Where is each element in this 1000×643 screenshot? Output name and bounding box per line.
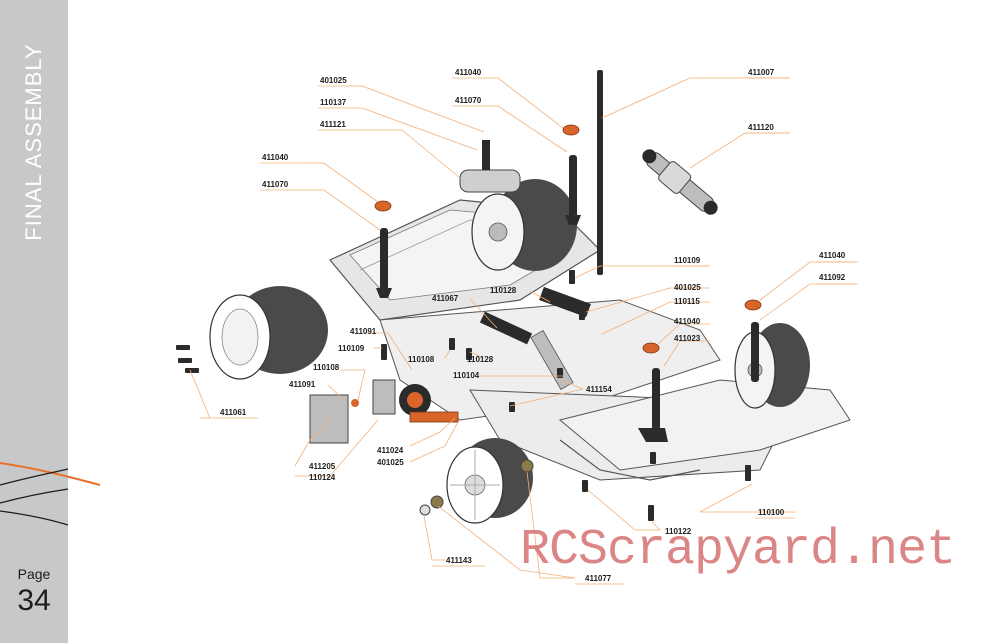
- label-411070-b: 411070: [455, 96, 482, 105]
- label-411040-o: 411040: [674, 317, 701, 326]
- label-411092-r: 411092: [819, 273, 846, 282]
- label-411067-k: 411067: [432, 294, 459, 303]
- label-110128-l: 110128: [490, 286, 517, 295]
- label-401025-d: 401025: [320, 76, 347, 85]
- bearings: [351, 399, 534, 516]
- label-110124-ae: 110124: [309, 473, 336, 482]
- label-110122-ag: 110122: [665, 527, 692, 536]
- label-110137-e: 110137: [320, 98, 347, 107]
- label-411061-aa: 411061: [220, 408, 247, 417]
- label-411091-s: 411091: [350, 327, 377, 336]
- label-110115-n: 110115: [674, 297, 700, 306]
- label-411007-c: 411007: [748, 68, 775, 77]
- label-411143-ah: 411143: [446, 556, 472, 565]
- label-110128-w: 110128: [467, 355, 494, 364]
- label-411070-i: 411070: [262, 180, 289, 189]
- label-411154-y: 411154: [586, 385, 612, 394]
- label-411040-a: 411040: [455, 68, 482, 77]
- label-110108-u: 110108: [408, 355, 435, 364]
- label-110109-t: 110109: [338, 344, 365, 353]
- watermark-text: RCScrapyard.net: [520, 522, 956, 579]
- label-110109-j: 110109: [674, 256, 701, 265]
- label-411091-z: 411091: [289, 380, 316, 389]
- label-411077-ai: 411077: [585, 574, 612, 583]
- rear-right-tire: [471, 179, 577, 271]
- label-110100-af: 110100: [758, 508, 785, 517]
- label-401025-m: 401025: [674, 283, 701, 292]
- label-411024-ab: 411024: [377, 446, 404, 455]
- label-411205-ad: 411205: [309, 462, 336, 471]
- front-left-tire: [446, 438, 533, 524]
- label-411040-q: 411040: [819, 251, 846, 260]
- page-number: 34: [17, 584, 51, 617]
- label-401025-ac: 401025: [377, 458, 404, 467]
- rear-left-tire: [209, 286, 328, 380]
- page-label: Page: [17, 566, 51, 582]
- shock-absorber: [642, 149, 718, 215]
- label-110104-x: 110104: [453, 371, 480, 380]
- sidebar-decoration: [0, 462, 101, 526]
- exploded-assembly-diagram: 411040 411070 411007 401025 110137 41112…: [176, 68, 858, 585]
- section-title: FINAL ASSEMBLY: [21, 43, 46, 241]
- part-labels: 411040 411070 411007 401025 110137 41112…: [210, 68, 858, 585]
- label-411121-f: 411121: [320, 120, 346, 129]
- sidebar: FINAL ASSEMBLY Page 34: [0, 0, 68, 643]
- label-411040-h: 411040: [262, 153, 289, 162]
- posts: [376, 70, 759, 442]
- screws: [176, 270, 751, 521]
- label-411120-g: 411120: [748, 123, 774, 132]
- front-right-tire: [734, 323, 810, 409]
- body-mount-caps: [374, 124, 762, 354]
- servo-mount: [309, 140, 521, 444]
- label-110108-v: 110108: [313, 363, 340, 372]
- label-411023-p: 411023: [674, 334, 701, 343]
